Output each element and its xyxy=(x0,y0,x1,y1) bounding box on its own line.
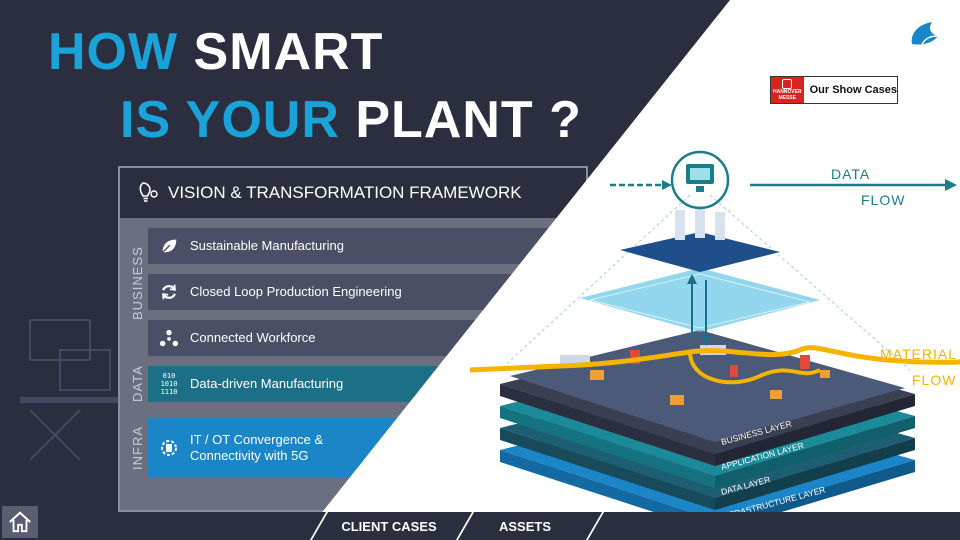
network-icon xyxy=(158,327,180,349)
row-label-line2: Connectivity with 5G xyxy=(190,448,309,463)
decorative-sketch xyxy=(20,319,130,460)
refresh-icon xyxy=(158,281,180,303)
row-label: Data-driven Manufacturing xyxy=(190,375,344,391)
show-cases-badge[interactable]: HANNOVER MESSE Our Show Cases xyxy=(770,76,898,104)
brand-line1: HANNOVER xyxy=(772,89,802,95)
group-label-infra: INFRA xyxy=(130,426,145,470)
lightbulb-gear-icon xyxy=(139,182,158,202)
group-label-business: BUSINESS xyxy=(130,246,145,320)
home-button[interactable] xyxy=(2,506,38,538)
binary-icon: 010 1010 1110 xyxy=(160,372,178,396)
brand-logo-icon xyxy=(911,22,939,45)
material-flow-line xyxy=(469,345,960,373)
title-is-your: IS YOUR xyxy=(120,91,340,149)
home-icon xyxy=(9,511,31,533)
row-label: Connected Workforce xyxy=(190,329,316,345)
material-flow-label-2: FLOW xyxy=(912,372,957,388)
leaf-icon xyxy=(158,235,180,257)
material-flow-label-1: MATERIAL xyxy=(880,346,957,362)
hannover-messe-logo: HANNOVER MESSE xyxy=(771,77,804,103)
assets-button[interactable]: ASSETS xyxy=(498,518,551,534)
brand-line2: MESSE xyxy=(778,94,797,101)
data-flow-label-2: FLOW xyxy=(861,192,906,208)
client-cases-button[interactable]: CLIENT CASES xyxy=(341,518,437,534)
factory-equipment xyxy=(590,370,830,405)
title-smart: SMART xyxy=(193,23,384,81)
row-label: IT / OT Convergence & Connectivity with … xyxy=(190,432,323,465)
chip-icon xyxy=(158,437,180,459)
row-label: Sustainable Manufacturing xyxy=(190,237,344,253)
row-label: Closed Loop Production Engineering xyxy=(190,283,402,299)
group-label-data: DATA xyxy=(130,365,145,402)
title-how: HOW xyxy=(48,23,179,81)
smart-plant-illustration: BUSINESS LAYER APPLICATION LAYER DATA LA… xyxy=(469,150,960,532)
data-flow-label-1: DATA xyxy=(831,166,871,182)
bottom-nav-bar xyxy=(0,512,960,540)
row-label-line1: IT / OT Convergence & xyxy=(190,431,324,447)
show-cases-label: Our Show Cases xyxy=(809,84,897,96)
page-title: HOW SMART IS YOUR PLANT ? xyxy=(48,23,581,146)
